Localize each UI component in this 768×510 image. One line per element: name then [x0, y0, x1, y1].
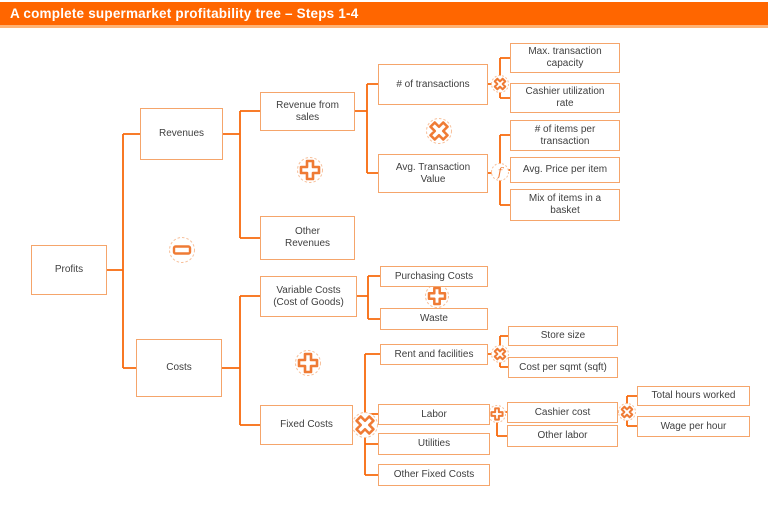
node-purchasing-costs: Purchasing Costs: [380, 266, 488, 287]
node-utilities: Utilities: [378, 433, 490, 455]
node-other-labor: Other labor: [507, 425, 618, 447]
title-bar: A complete supermarket profitability tre…: [0, 2, 768, 28]
plus-icon: [295, 350, 321, 376]
node-num-transactions: # of transactions: [378, 64, 488, 105]
slide-title: A complete supermarket profitability tre…: [10, 6, 359, 21]
svg-text:f: f: [497, 165, 505, 179]
node-store-size: Store size: [508, 326, 618, 346]
plus-icon: [488, 405, 506, 423]
node-total-hours-worked: Total hours worked: [637, 386, 750, 406]
minus-icon: [169, 237, 195, 263]
node-costs: Costs: [136, 339, 222, 397]
node-other-fixed-costs: Other Fixed Costs: [378, 464, 490, 486]
node-labor: Labor: [378, 404, 490, 425]
node-revenues: Revenues: [140, 108, 223, 160]
node-other-revenues: Other Revenues: [260, 216, 355, 260]
node-cost-per-sqmt: Cost per sqmt (sqft): [508, 357, 618, 378]
function-icon: f: [491, 163, 509, 181]
node-rent-and-facilities: Rent and facilities: [380, 344, 488, 365]
node-items-per-transaction: # of items per transaction: [510, 120, 620, 151]
node-max-transaction-capacity: Max. transaction capacity: [510, 43, 620, 73]
plus-icon: [425, 284, 449, 308]
multiply-icon: [618, 403, 636, 421]
node-cashier-utilization-rate: Cashier utilization rate: [510, 83, 620, 113]
node-fixed-costs: Fixed Costs: [260, 405, 353, 445]
multiply-icon: [491, 345, 509, 363]
multiply-icon: [426, 118, 452, 144]
node-wage-per-hour: Wage per hour: [637, 416, 750, 437]
multiply-icon: [352, 412, 378, 438]
node-variable-costs: Variable Costs (Cost of Goods): [260, 276, 357, 317]
node-cashier-cost: Cashier cost: [507, 402, 618, 423]
node-profits: Profits: [31, 245, 107, 295]
plus-icon: [297, 157, 323, 183]
node-waste: Waste: [380, 308, 488, 330]
node-revenue-from-sales: Revenue from sales: [260, 92, 355, 131]
multiply-icon: [491, 75, 509, 93]
node-avg-price-per-item: Avg. Price per item: [510, 157, 620, 183]
node-mix-of-items: Mix of items in a basket: [510, 189, 620, 221]
node-avg-transaction-value: Avg. Transaction Value: [378, 154, 488, 193]
